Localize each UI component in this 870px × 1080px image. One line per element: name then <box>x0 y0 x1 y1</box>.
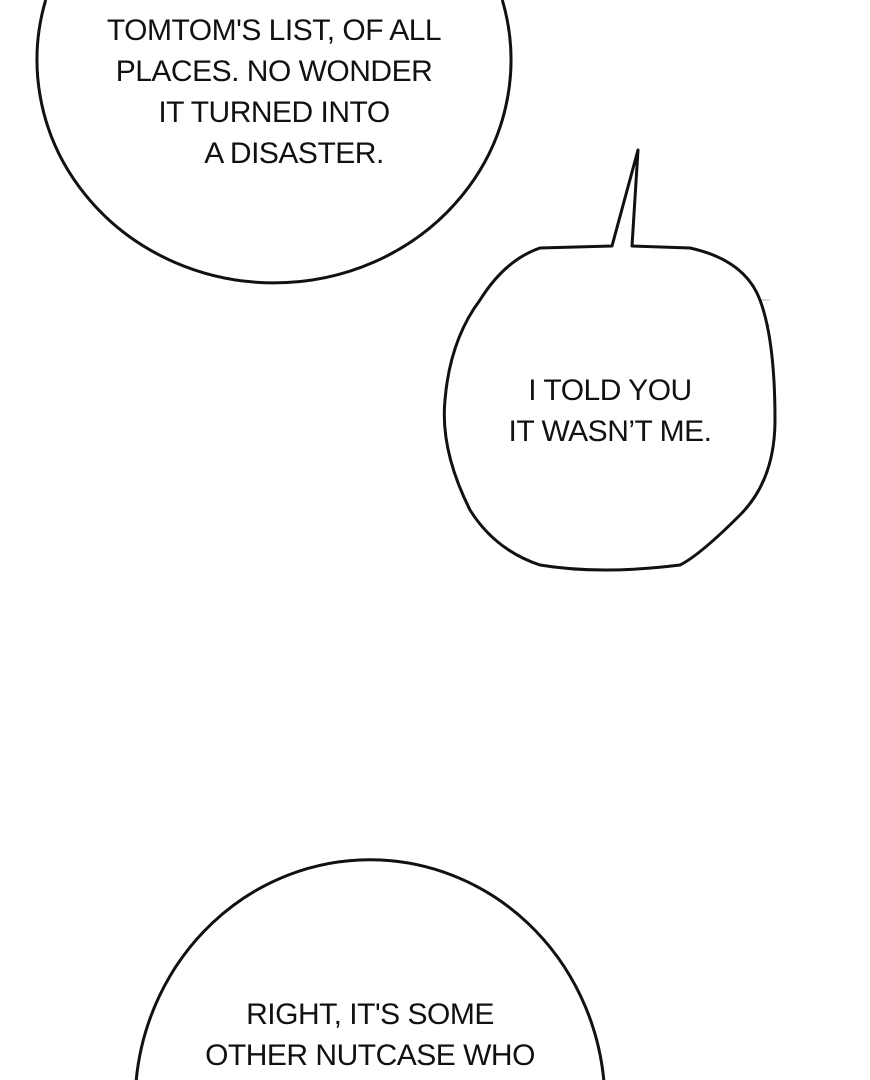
dialogue-line: IT TURNED INTO <box>158 96 390 129</box>
speech-bubble-1 <box>35 0 513 285</box>
bubble-2-text: I TOLD YOU IT WASN’T ME. <box>460 370 760 452</box>
dialogue-line: I TOLD YOU <box>528 374 692 407</box>
speech-bubble-2 <box>442 148 777 572</box>
dialogue-line: PLACES. NO WONDER <box>115 55 433 88</box>
dialogue-line: OTHER NUTCASE WHO <box>205 1039 535 1072</box>
dialogue-line: A DISASTER. <box>204 137 384 170</box>
dialogue-line: RIGHT, IT'S SOME <box>246 998 494 1031</box>
bubble-3-text: RIGHT, IT'S SOME OTHER NUTCASE WHO <box>170 994 570 1076</box>
dialogue-line: IT WASN’T ME. <box>508 415 712 448</box>
dialogue-line: TOMTOM'S LIST, OF ALL <box>106 14 442 47</box>
speech-bubble-3 <box>134 858 606 1080</box>
bubble-1-text: TOMTOM'S LIST, OF ALL PLACES. NO WONDER … <box>64 10 484 174</box>
